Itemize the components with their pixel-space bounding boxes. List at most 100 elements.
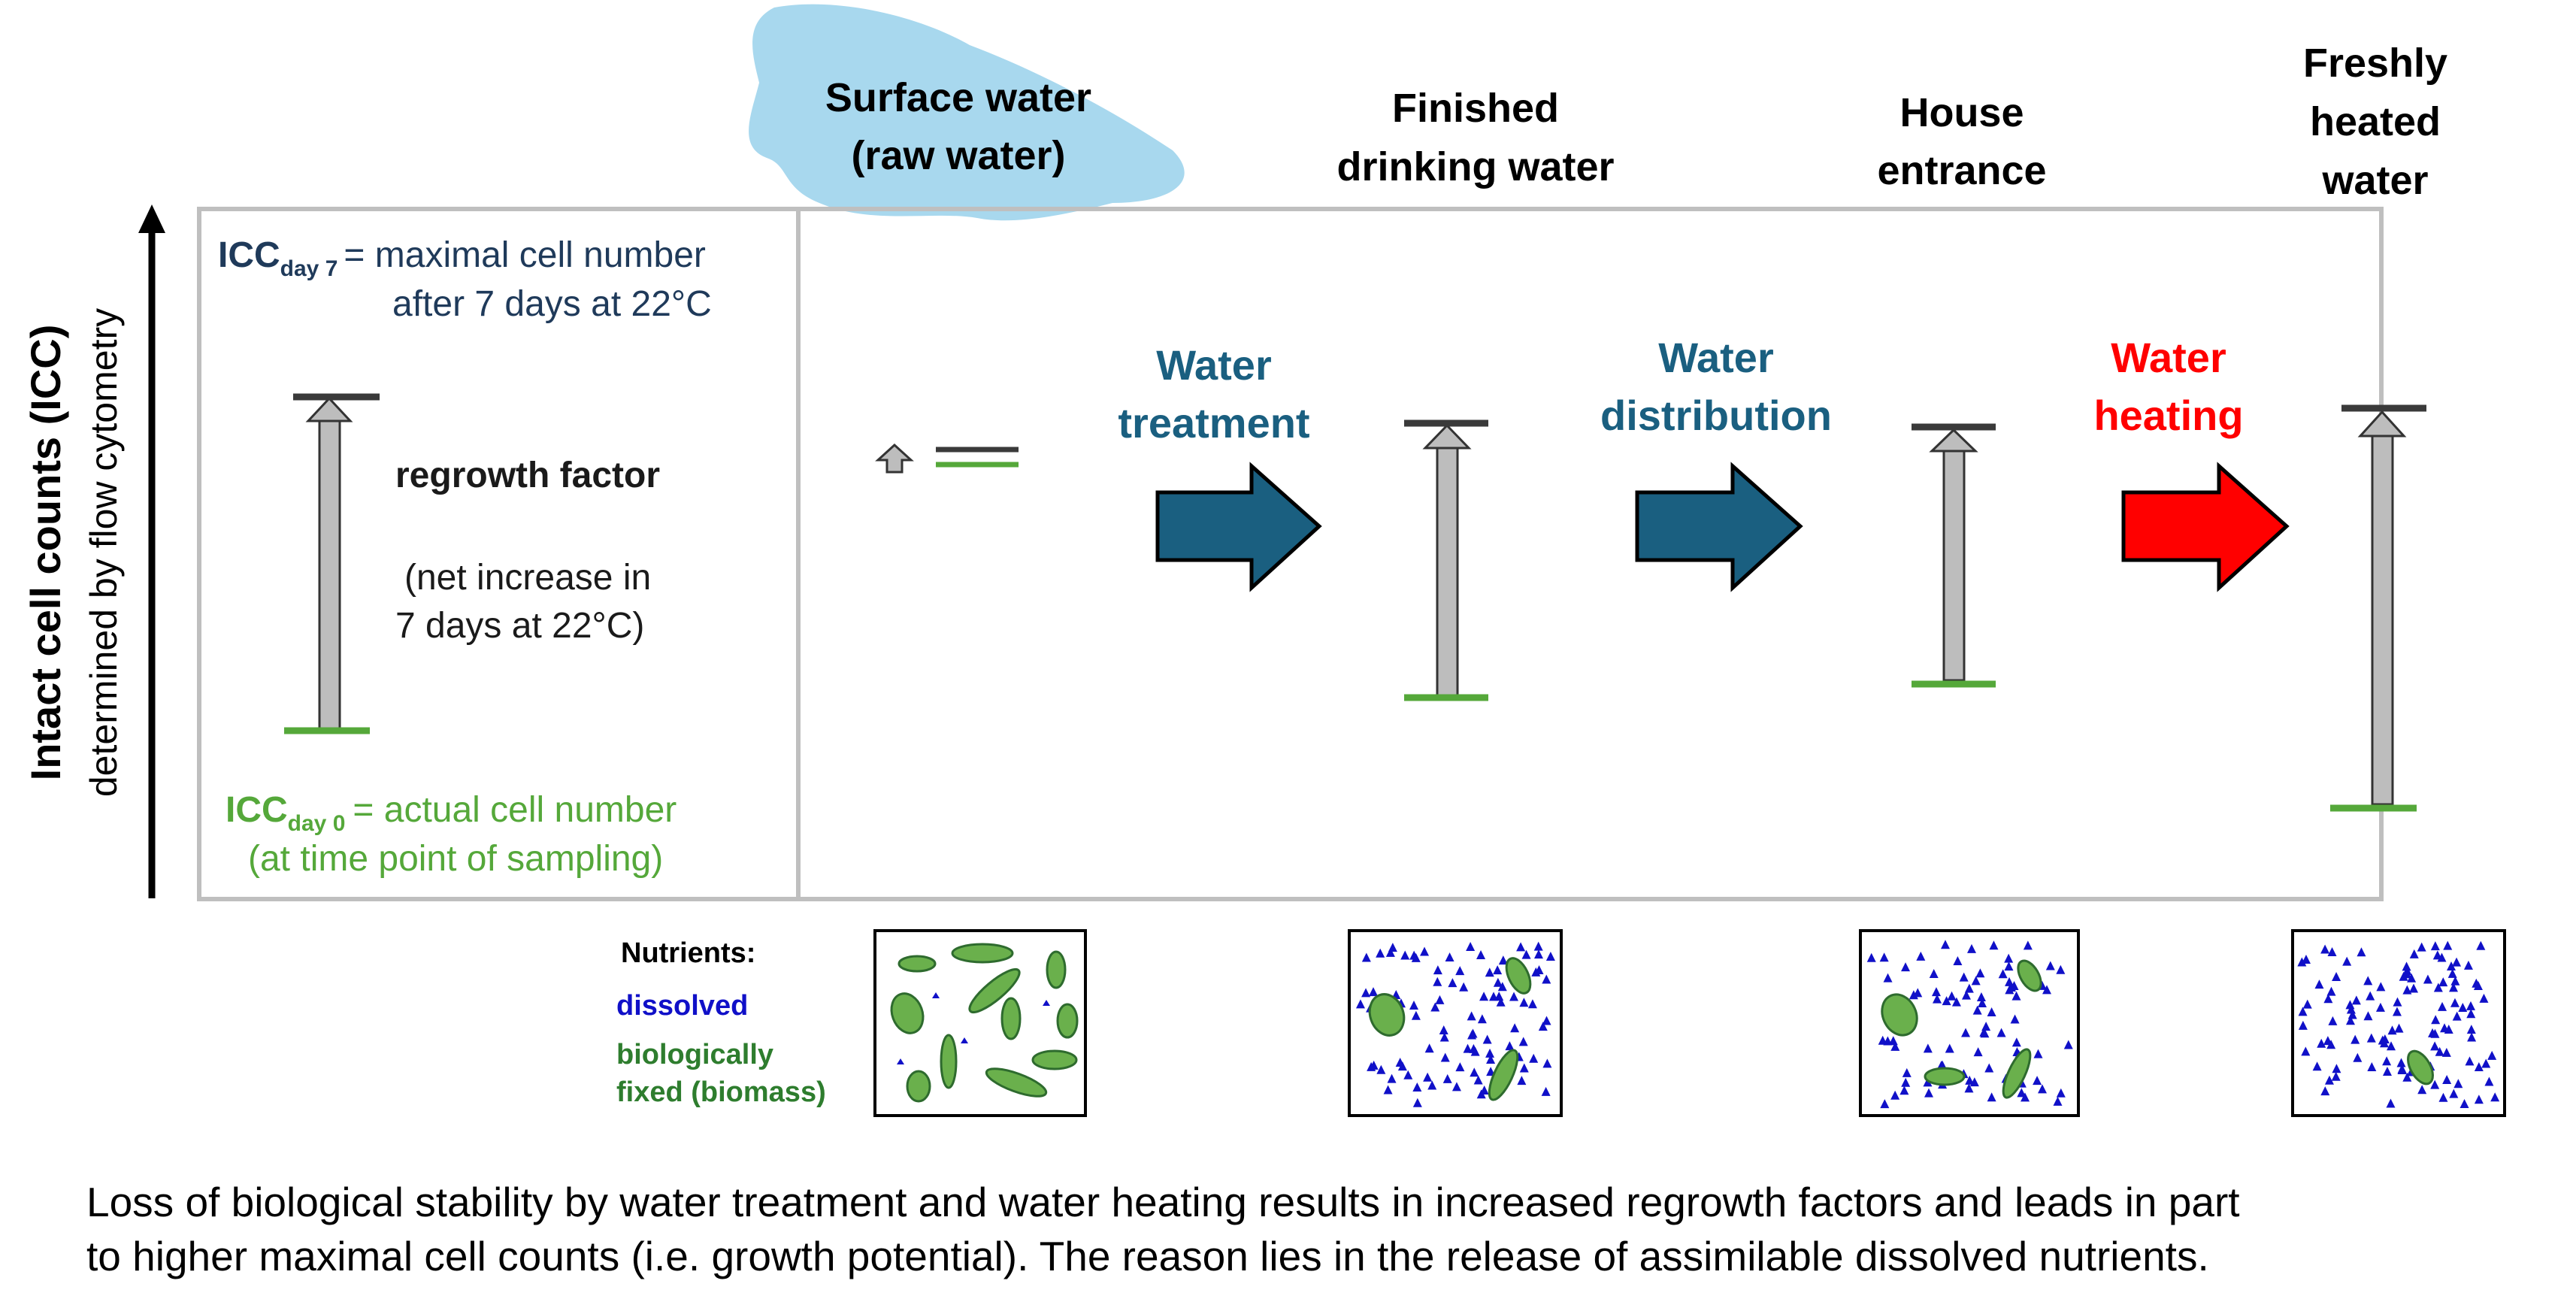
distribution-arrow xyxy=(1635,462,1803,592)
dissolved-nutrient-mark xyxy=(1902,1067,1912,1077)
dissolved-nutrient-mark xyxy=(1355,999,1365,1009)
dissolved-nutrient-mark xyxy=(2466,1009,2476,1019)
dissolved-nutrient-mark xyxy=(1879,952,1889,962)
dissolved-nutrient-mark xyxy=(1473,1075,1483,1085)
icc0-desc-line2: (at time point of sampling) xyxy=(248,839,663,879)
dissolved-nutrient-mark xyxy=(2298,1020,2308,1030)
dissolved-nutrient-mark xyxy=(1519,1063,1529,1073)
dissolved-nutrient-mark xyxy=(2327,946,2337,956)
dissolved-nutrient-mark xyxy=(1916,951,1926,961)
dissolved-nutrient-mark xyxy=(2346,1016,2355,1025)
dissolved-nutrient-mark xyxy=(1901,962,1911,972)
dissolved-nutrient-mark xyxy=(1409,950,1419,960)
dissolved-nutrient-mark xyxy=(2056,1088,2066,1098)
finished-water-bar xyxy=(1404,419,1488,701)
dissolved-nutrient-mark xyxy=(2397,1065,2407,1075)
dissolved-nutrient-mark xyxy=(2323,994,2333,1004)
process-heating-label-2: heating xyxy=(2093,392,2243,439)
dissolved-nutrient-mark xyxy=(1913,988,1923,998)
dissolved-nutrient-mark xyxy=(1518,1037,1528,1046)
nutrients-dissolved-label: dissolved xyxy=(616,990,748,1022)
dissolved-nutrient-mark xyxy=(2476,940,2486,950)
dissolved-nutrient-mark xyxy=(2396,1058,2406,1067)
dissolved-nutrient-mark xyxy=(2004,953,2014,963)
house-entrance-bar xyxy=(1912,423,1996,688)
dissolved-nutrient-mark xyxy=(1975,968,1985,978)
dissolved-nutrient-mark xyxy=(2375,1002,2385,1012)
dissolved-nutrient-mark xyxy=(1409,1001,1418,1010)
dissolved-nutrient-mark xyxy=(2472,978,2481,988)
dissolved-nutrient-mark xyxy=(2033,1049,2043,1058)
dissolved-nutrient-mark xyxy=(2379,1038,2389,1048)
dissolved-nutrient-mark xyxy=(2350,1034,2360,1044)
dissolved-nutrient-mark xyxy=(2438,1001,2447,1011)
dissolved-nutrient-mark xyxy=(2045,961,2055,970)
dissolved-nutrient-mark xyxy=(2298,1007,2308,1016)
dissolved-nutrient-mark xyxy=(2450,976,2460,986)
dissolved-nutrient-mark xyxy=(2466,1025,2476,1034)
heated-water-bar xyxy=(2330,404,2426,812)
icc7-label: ICCday 7= maximal cell number xyxy=(218,235,706,281)
dissolved-nutrient-mark xyxy=(1965,1075,1975,1085)
dissolved-nutrient-mark xyxy=(1477,1014,1487,1024)
dissolved-nutrient-mark xyxy=(2332,1064,2341,1073)
dissolved-nutrient-mark xyxy=(2326,986,2336,996)
dissolved-nutrient-mark xyxy=(1984,1063,1994,1073)
dissolved-nutrient-mark xyxy=(1459,982,1469,992)
dissolved-nutrient-mark xyxy=(1424,1043,1434,1053)
dissolved-nutrient-mark xyxy=(2357,947,2366,957)
dissolved-nutrient-mark xyxy=(1996,1028,2006,1037)
dissolved-nutrient-mark xyxy=(2328,1016,2338,1025)
dissolved-nutrient-mark xyxy=(1420,946,1430,956)
nutrient-box-surface xyxy=(873,929,1087,1117)
dissolved-nutrient-mark xyxy=(1376,948,1385,958)
dissolved-nutrient-mark xyxy=(2386,1098,2396,1108)
dissolved-nutrient-mark xyxy=(1403,1070,1413,1079)
dissolved-nutrient-mark xyxy=(1923,1077,1933,1087)
dissolved-nutrient-mark xyxy=(2459,1098,2469,1108)
surface-water-bar xyxy=(875,443,1019,474)
dissolved-nutrient-mark xyxy=(1395,1057,1405,1067)
dissolved-nutrient-mark xyxy=(1947,991,1957,1001)
regrowth-desc-line2: 7 days at 22°C) xyxy=(395,606,644,646)
regrowth-factor-label: regrowth factor xyxy=(395,456,660,495)
dissolved-nutrient-mark xyxy=(1433,976,1442,986)
dissolved-nutrient-mark xyxy=(2409,949,2419,958)
process-treatment-label-2: treatment xyxy=(1118,399,1309,447)
dissolved-nutrient-mark xyxy=(2366,991,2375,1001)
dissolved-nutrient-mark xyxy=(2323,1036,2332,1046)
dissolved-nutrient-mark xyxy=(1888,1036,1898,1046)
dissolved-nutrient-mark xyxy=(2467,1032,2477,1042)
dissolved-nutrient-mark xyxy=(2438,1092,2448,1102)
y-axis-title: Intact cell counts (ICC) xyxy=(22,325,69,781)
dissolved-nutrient-mark xyxy=(1521,949,1531,959)
dissolved-nutrient-mark xyxy=(2466,1001,2475,1010)
dissolved-nutrient-mark xyxy=(1542,974,1551,984)
dissolved-nutrient-mark xyxy=(1945,1043,1954,1053)
dissolved-nutrient-mark xyxy=(2331,1071,2341,1081)
surface-water-blob xyxy=(749,4,1185,221)
dissolved-nutrient-mark xyxy=(1519,998,1529,1007)
dissolved-nutrient-mark xyxy=(1485,967,1494,977)
dissolved-nutrient-mark xyxy=(1476,949,1486,959)
dissolved-nutrient-mark xyxy=(1531,967,1541,976)
dissolved-nutrient-mark xyxy=(1387,1073,1397,1083)
stage-heated-title-2: heated xyxy=(2310,99,2441,144)
dissolved-nutrient-mark xyxy=(1440,1052,1450,1062)
dissolved-nutrient-mark xyxy=(2053,1096,2063,1106)
dissolved-nutrient-mark xyxy=(1899,1086,1909,1095)
dissolved-nutrient-mark xyxy=(1383,1085,1393,1095)
dissolved-nutrient-mark xyxy=(2314,980,2324,989)
dissolved-nutrient-mark xyxy=(1361,988,1371,998)
stage-house-title-1: House xyxy=(1899,90,2024,135)
caption-line-2: to higher maximal cell counts (i.e. grow… xyxy=(86,1233,2209,1279)
dissolved-nutrient-mark xyxy=(2011,1037,2021,1047)
dissolved-nutrient-mark xyxy=(2443,940,2453,950)
dissolved-nutrient-mark xyxy=(2382,1067,2392,1076)
dissolved-nutrient-mark xyxy=(2474,1062,2484,1072)
dissolved-nutrient-mark xyxy=(1880,1099,1890,1109)
dissolved-nutrient-mark xyxy=(1980,1028,1990,1038)
dissolved-nutrient-mark xyxy=(1493,977,1503,987)
dissolved-nutrient-mark xyxy=(1509,992,1519,1001)
dissolved-nutrient-mark xyxy=(2407,973,2417,983)
